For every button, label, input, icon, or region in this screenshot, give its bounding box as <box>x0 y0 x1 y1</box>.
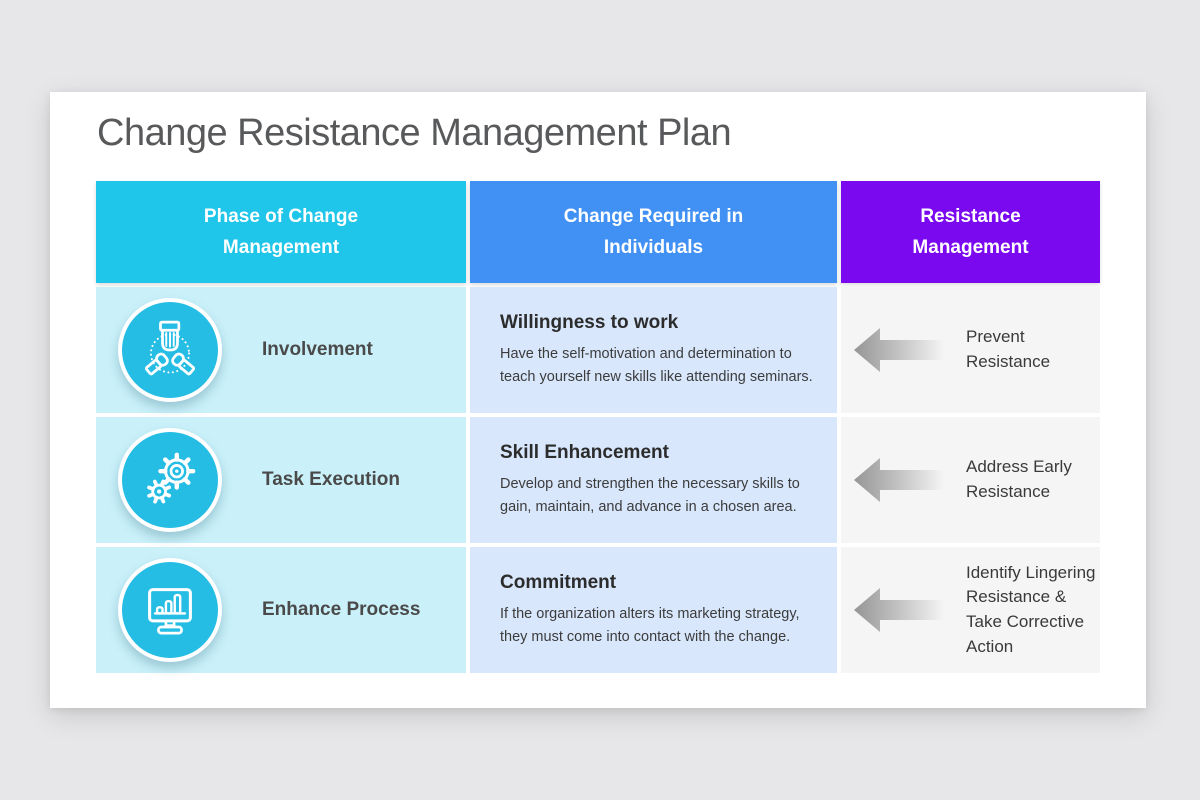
column-header-phase: Phase of Change Management <box>96 181 466 283</box>
monitor-chart-icon <box>148 588 192 635</box>
resistance-label: Identify Lingering Resistance & Take Cor… <box>966 562 1096 656</box>
column-header-label: Phase of Change Management <box>203 205 359 258</box>
change-cell-skill-enhancement: Skill Enhancement Develop and strengthen… <box>470 417 837 543</box>
change-heading: Willingness to work <box>500 312 679 334</box>
gears-icon <box>147 452 196 504</box>
change-plan-table: Phase of Change Management Change Requir… <box>96 181 1100 673</box>
change-heading: Commitment <box>500 572 617 594</box>
phase-label: Enhance Process <box>262 599 421 620</box>
change-cell-commitment: Commitment If the organization alters it… <box>470 547 837 673</box>
change-description: If the organization alters its marketing… <box>500 606 800 645</box>
phase-label: Task Execution <box>262 469 400 490</box>
resistance-label: Prevent Resistance <box>966 327 1051 371</box>
resistance-cell-prevent: Prevent Resistance <box>841 287 1100 413</box>
left-arrow-icon <box>854 458 944 502</box>
icon-circle <box>118 298 222 402</box>
page-title: Change Resistance Management Plan <box>97 112 732 154</box>
change-cell-willingness: Willingness to work Have the self-motiva… <box>470 287 837 413</box>
resistance-label: Address Early Resistance <box>966 457 1072 501</box>
phase-cell-enhance-process: Enhance Process <box>96 547 466 673</box>
slide-card: Change Resistance Management Plan Phase … <box>50 92 1146 708</box>
change-description: Have the self-motivation and determinati… <box>500 346 813 385</box>
phase-label: Involvement <box>262 339 373 360</box>
team-hands-icon <box>144 320 196 376</box>
phase-cell-task-execution: Task Execution <box>96 417 466 543</box>
column-header-resistance: Resistance Management <box>841 181 1100 283</box>
column-header-label: Change Required in Individuals <box>563 205 744 258</box>
icon-circle <box>118 558 222 662</box>
icon-circle <box>118 428 222 532</box>
change-description: Develop and strengthen the necessary ski… <box>500 476 800 515</box>
column-header-label: Resistance Management <box>912 205 1029 258</box>
column-header-change-required: Change Required in Individuals <box>470 181 837 283</box>
phase-cell-involvement: Involvement <box>96 287 466 413</box>
resistance-cell-identify-lingering: Identify Lingering Resistance & Take Cor… <box>841 547 1100 673</box>
left-arrow-icon <box>854 588 944 632</box>
change-heading: Skill Enhancement <box>500 442 669 464</box>
left-arrow-icon <box>854 328 944 372</box>
resistance-cell-address-early: Address Early Resistance <box>841 417 1100 543</box>
